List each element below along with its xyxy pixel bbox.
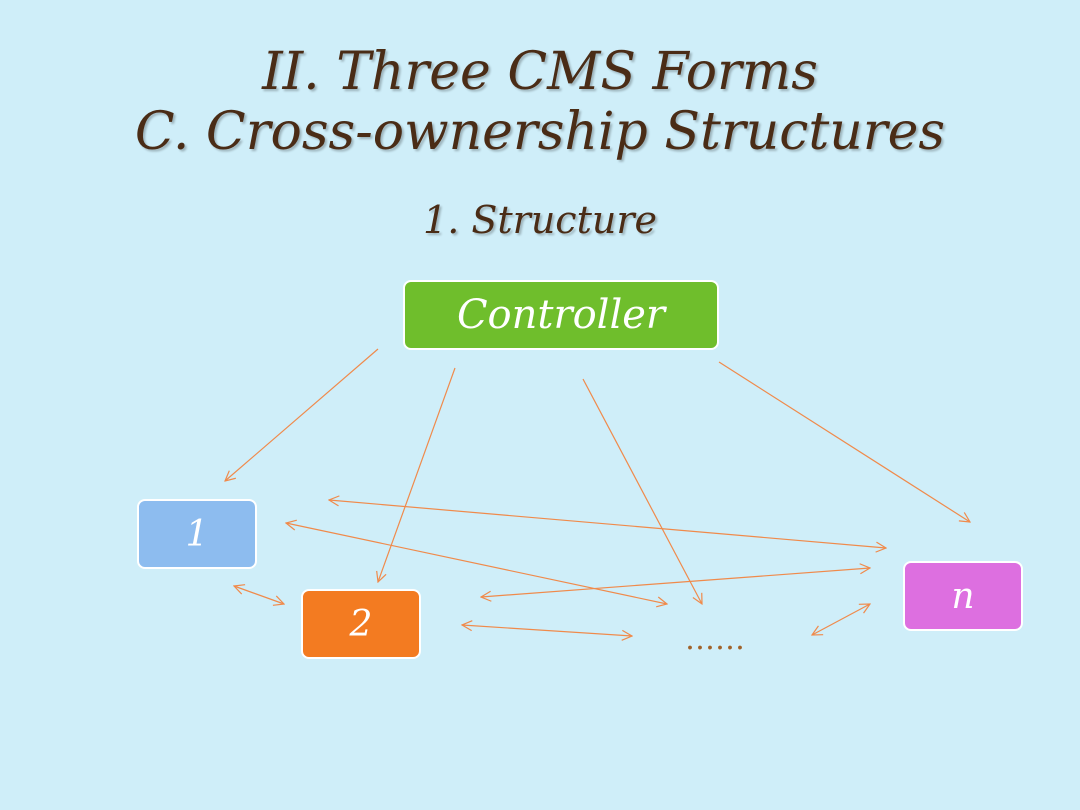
arrow-controller-to-2 xyxy=(378,367,456,582)
company-node-n: n xyxy=(903,561,1023,631)
title-line-1: II. Three CMS Forms xyxy=(262,42,818,102)
ellipsis-label: …… xyxy=(685,622,745,657)
arrow-ellipsis-n xyxy=(812,604,870,635)
company-node-1: 1 xyxy=(137,499,257,569)
subtitle: 1. Structure xyxy=(423,198,657,242)
arrow-2-n xyxy=(481,568,870,597)
controller-node: Controller xyxy=(403,280,719,350)
arrow-1-2 xyxy=(234,586,284,604)
arrow-2-ellipsis xyxy=(462,625,632,636)
title-line-2: C. Cross-ownership Structures xyxy=(134,102,946,162)
arrow-1-n xyxy=(329,500,886,548)
arrow-controller-to-n xyxy=(718,361,970,522)
arrow-controller-to-ellipsis xyxy=(582,378,702,604)
arrow-controller-to-1 xyxy=(225,348,379,481)
company-node-2: 2 xyxy=(301,589,421,659)
